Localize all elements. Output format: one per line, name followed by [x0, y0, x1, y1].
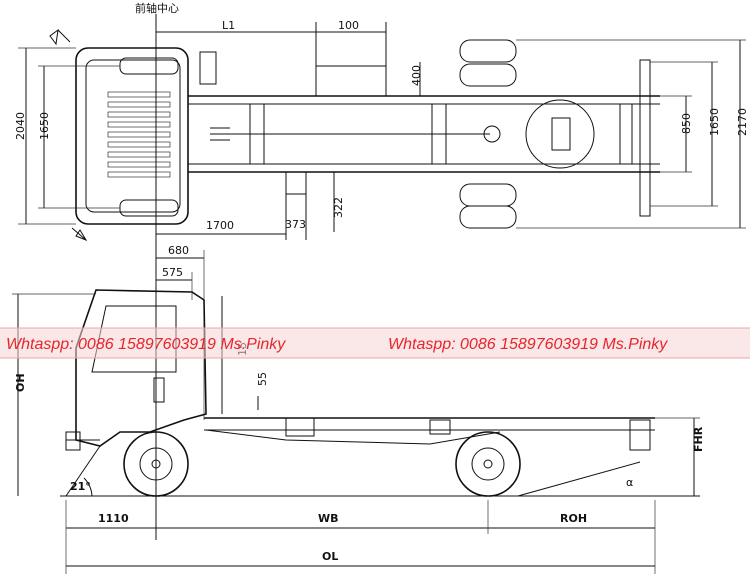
dim-322: 322	[332, 197, 345, 218]
top-view: 前轴中心 L1 100 400 2040 1650 850 1650	[14, 1, 749, 540]
rear-wheel-left-outer	[459, 39, 517, 63]
watermark-text-left: Whtaspp: 0086 15897603919 Ms.Pinky	[6, 336, 286, 353]
front-bumper	[65, 431, 81, 451]
dim-l1: L1	[222, 19, 235, 32]
approach-angle: 21°	[70, 480, 91, 493]
dim-1110: 1110	[98, 512, 129, 525]
differential	[483, 125, 501, 143]
departure-angle: α	[626, 476, 633, 489]
dim-1650-right: 1650	[708, 108, 721, 136]
cab-roof-ribs	[107, 91, 171, 178]
dim-100: 100	[338, 19, 359, 32]
front-wheel-right	[119, 199, 179, 217]
watermark-text-right: Whtaspp: 0086 15897603919 Ms.Pinky	[388, 336, 668, 353]
rear-lamp	[629, 419, 651, 451]
dim-680: 680	[168, 244, 189, 257]
fuel-tank-side	[285, 417, 315, 437]
cab-roof	[85, 59, 181, 213]
front-axle-center-label: 前轴中心	[135, 1, 179, 15]
spare-tire	[525, 99, 595, 169]
dim-400: 400	[410, 65, 423, 86]
cab-side-outline	[75, 289, 207, 447]
dim-ol: OL	[322, 550, 338, 563]
mirror-left	[49, 28, 71, 46]
rear-wheel-right-outer	[459, 183, 517, 207]
door-handle	[153, 377, 165, 403]
rear-bumper-top	[639, 59, 651, 217]
dim-55: 55	[256, 372, 269, 386]
battery-box	[199, 51, 217, 85]
rear-wheel-side	[455, 431, 521, 497]
mirror-right	[71, 227, 88, 242]
dim-roh: ROH	[560, 512, 587, 525]
side-view: 680 575 15 55 21°	[12, 244, 705, 574]
dim-oh: OH	[14, 373, 27, 392]
dim-373: 373	[285, 218, 306, 231]
watermark-band: Whtaspp: 0086 15897603919 Ms.Pinky Whtas…	[0, 327, 750, 359]
dim-2040: 2040	[14, 112, 27, 140]
dim-2170: 2170	[736, 108, 749, 136]
dim-1700: 1700	[206, 219, 234, 232]
dim-wb: WB	[318, 512, 339, 525]
dim-fhr: FHR	[692, 426, 705, 452]
dim-850: 850	[680, 113, 693, 134]
dim-575: 575	[162, 266, 183, 279]
fuel-tank-top	[315, 65, 387, 97]
dim-1650-left: 1650	[38, 112, 51, 140]
cab-top-outline	[75, 47, 189, 225]
